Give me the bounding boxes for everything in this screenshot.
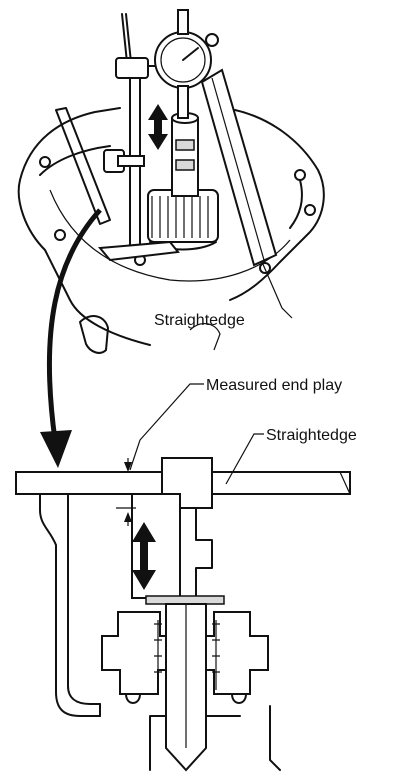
transition-arrow-icon xyxy=(40,208,102,468)
double-arrow-icon xyxy=(132,522,156,590)
measured-end-play-leader xyxy=(129,383,204,471)
measured-end-play-label: Measured end play xyxy=(206,377,342,394)
shaft xyxy=(171,112,199,197)
stop-plate xyxy=(145,595,225,605)
end-play-gap-arrows xyxy=(116,458,136,526)
shaft-section xyxy=(165,603,207,772)
double-arrow-icon xyxy=(148,104,168,150)
dial-indicator xyxy=(154,9,219,119)
straightedge-top-leader xyxy=(261,261,293,319)
straightedge-bar xyxy=(200,68,278,267)
straightedge-bottom-label: Straightedge xyxy=(266,427,357,444)
indicator-stand xyxy=(98,13,180,262)
cross-section-diagram xyxy=(15,383,351,772)
gear-icon xyxy=(147,189,219,251)
straightedge-bottom-leader xyxy=(225,433,264,485)
dial-indicator-setup-illustration xyxy=(17,9,325,354)
straightedge-top-label: Straightedge xyxy=(154,312,245,329)
